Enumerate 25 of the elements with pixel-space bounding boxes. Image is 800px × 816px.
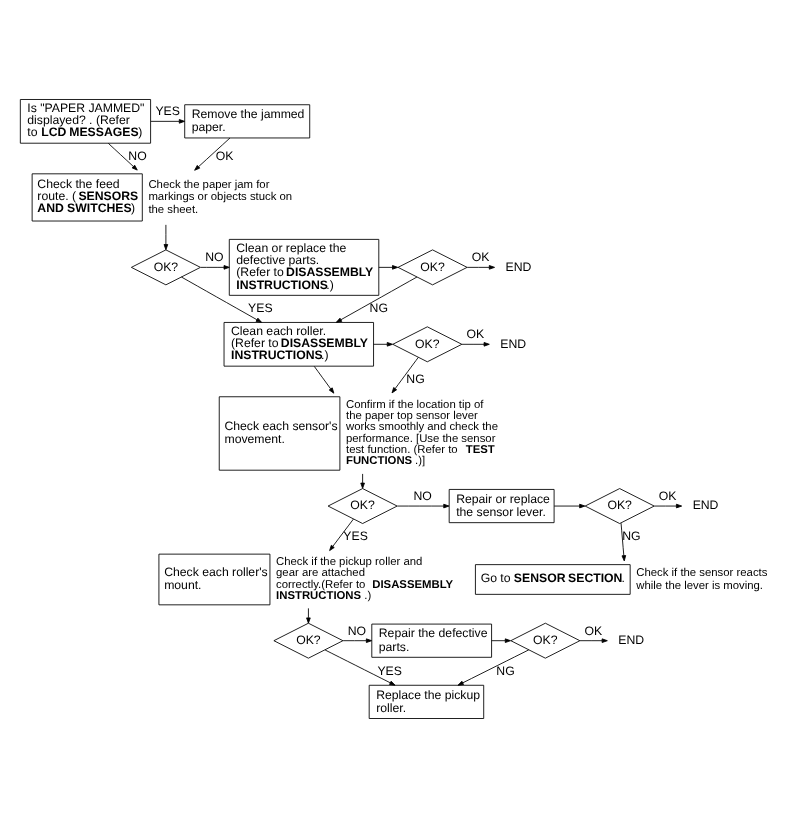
arrow [653,502,683,508]
arrow [313,364,335,393]
arrow [466,264,495,269]
arrow [378,264,399,269]
arrow [180,275,262,322]
arrow [391,355,419,393]
arrow [620,521,627,561]
arrow [200,264,230,269]
arrow [491,637,511,642]
arrow [579,637,608,642]
arrow [461,341,490,346]
arrow [194,136,231,170]
arrow [457,648,530,685]
arrow [163,223,169,250]
arrow [306,606,311,623]
arrow [553,502,586,508]
arrow [373,341,393,346]
arrow [324,648,396,685]
arrow [329,517,354,550]
arrow [150,118,185,123]
arrow [342,637,373,642]
arrow [360,472,365,488]
arrow [107,141,138,170]
arrow [335,275,418,322]
arrow [396,502,450,508]
